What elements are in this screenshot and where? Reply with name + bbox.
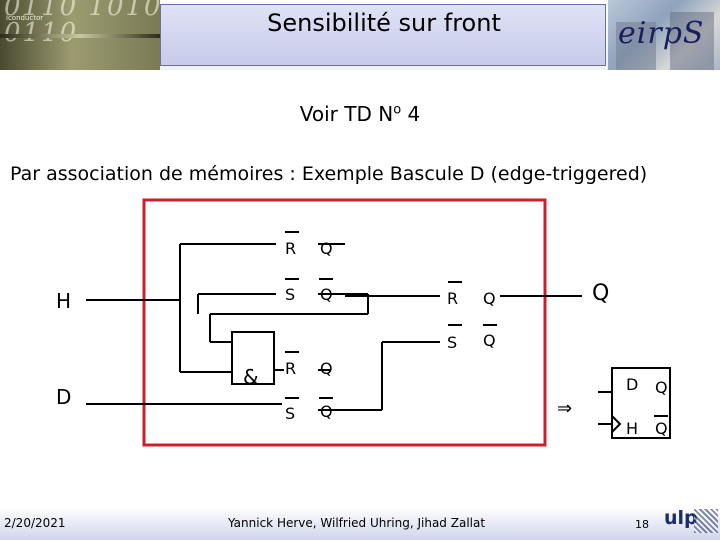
input-d-label: D (56, 385, 71, 409)
page-number: 18 (635, 518, 649, 531)
building-shape (616, 22, 656, 70)
bot-latch-r: R (285, 359, 296, 378)
mid-latch-s: S (447, 333, 457, 352)
implies-arrow: ⇒ (557, 398, 572, 419)
bot-latch-q: Q (320, 359, 333, 378)
symbol-qbar-label: Q (655, 419, 668, 438)
semiconductor-text: iconductor (6, 14, 44, 22)
mid-latch-qbar: Q (483, 331, 496, 350)
slide-subtitle: Par association de mémoires : Exemple Ba… (10, 163, 648, 185)
overbars (285, 231, 668, 417)
bot-latch-s: S (285, 404, 295, 423)
header-right-image: eirpS (608, 0, 720, 70)
symbol-h-label: H (626, 419, 638, 438)
chip-strip (0, 34, 160, 38)
header-left-image: 0110 1010 0110 iconductor (0, 0, 160, 70)
td-reference-number: 4 (401, 102, 421, 126)
building-shape (670, 12, 714, 70)
wires (86, 243, 671, 439)
top-latch-s: S (285, 285, 295, 304)
slide-title: Sensibilité sur front (267, 9, 501, 37)
td-reference-main: Voir TD N (299, 102, 394, 126)
title-box: Sensibilité sur front (160, 4, 606, 66)
ulp-logo: ulp (664, 507, 698, 529)
footer-band (0, 507, 720, 540)
circuit-frame (142, 198, 547, 447)
binary-digits: 0110 1010 0110 (4, 0, 160, 48)
footer-authors: Yannick Herve, Wilfried Uhring, Jihad Za… (228, 516, 486, 530)
footer-date: 2/20/2021 (4, 516, 66, 530)
top-latch-qbar: Q (320, 285, 333, 304)
td-reference-super: o (393, 102, 402, 118)
mid-latch-r: R (447, 289, 458, 308)
td-reference: Voir TD No 4 (0, 102, 720, 126)
input-h-label: H (56, 289, 71, 313)
top-latch-q: Q (320, 239, 333, 258)
ulp-logo-mark (694, 509, 718, 533)
and-gate-label: & (243, 365, 259, 389)
eirps-logo: eirpS (618, 16, 705, 51)
symbol-q-label: Q (655, 378, 668, 397)
output-q-label: Q (592, 281, 609, 306)
bot-latch-qbar: Q (320, 402, 333, 421)
mid-latch-q: Q (483, 289, 496, 308)
symbol-d-label: D (626, 375, 638, 394)
top-latch-r: R (285, 239, 296, 258)
